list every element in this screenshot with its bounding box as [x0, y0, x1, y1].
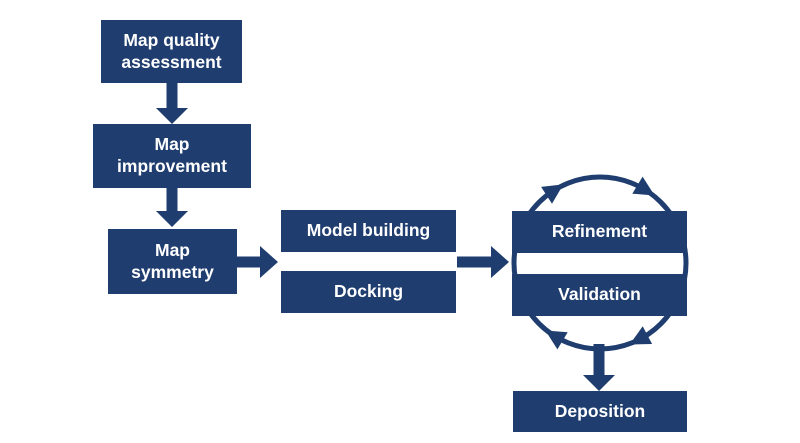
- cycle-arrowhead-top-left-icon: [541, 184, 564, 204]
- node-label: Model building: [306, 220, 431, 241]
- node-label: Map symmetry: [131, 239, 214, 282]
- cycle-arrowhead-bottom-left-icon: [545, 330, 568, 350]
- node-label: Deposition: [554, 400, 646, 421]
- arrow-map-improvement-to-map-symmetry: [156, 188, 188, 227]
- node-docking: Docking: [281, 271, 456, 313]
- down-arrowhead-icon: [156, 108, 188, 124]
- down-arrowhead-icon: [583, 375, 615, 391]
- down-arrowhead-icon: [156, 211, 188, 227]
- node-model-building: Model building: [281, 210, 456, 252]
- arrow-model-building-to-refinement: [457, 246, 509, 278]
- node-map-quality-assessment: Map quality assessment: [101, 20, 242, 83]
- refinement-validation-cycle-arrows: [511, 174, 689, 352]
- cycle-ring-icon: [511, 174, 689, 352]
- node-deposition: Deposition: [513, 391, 687, 432]
- node-label: Map quality assessment: [121, 29, 222, 72]
- node-label: Refinement: [551, 221, 648, 242]
- right-arrowhead-icon: [491, 246, 509, 278]
- arrow-cycle-to-deposition: [583, 344, 615, 391]
- cycle-arrowhead-top-right-icon: [632, 176, 655, 196]
- node-map-improvement: Map improvement: [93, 124, 251, 188]
- right-arrowhead-icon: [260, 246, 278, 278]
- node-label: Docking: [333, 281, 404, 302]
- node-refinement: Refinement: [512, 211, 687, 253]
- node-validation: Validation: [512, 274, 687, 316]
- arrow-map-symmetry-to-model-building: [237, 246, 278, 278]
- node-label: Map improvement: [117, 134, 227, 176]
- cycle-arrowhead-bottom-right-icon: [629, 326, 653, 345]
- arrow-map-quality-to-map-improvement: [156, 82, 188, 124]
- node-label: Validation: [558, 284, 641, 305]
- node-map-symmetry: Map symmetry: [108, 229, 237, 294]
